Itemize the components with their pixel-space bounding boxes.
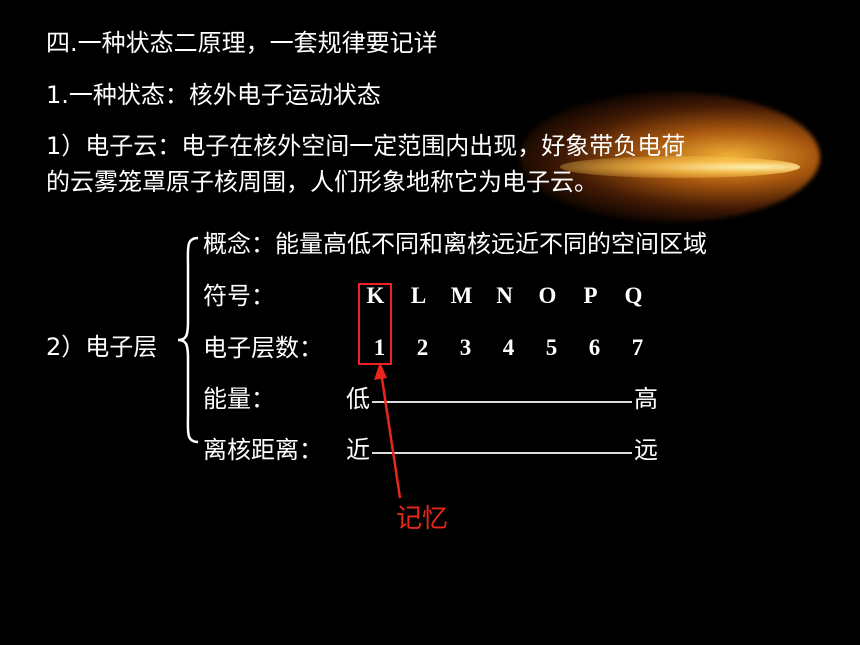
distance-near: 近 bbox=[346, 436, 370, 464]
energy-low: 低 bbox=[346, 385, 370, 413]
shell-symbol: M bbox=[450, 283, 473, 308]
layer-concept: 概念：能量高低不同和离核远近不同的空间区域 bbox=[203, 230, 707, 258]
shell-symbol: Q bbox=[624, 283, 643, 308]
shell-symbol: K bbox=[366, 283, 385, 308]
distance-label: 离核距离： bbox=[203, 436, 323, 464]
shell-symbol: O bbox=[538, 283, 557, 308]
light-streak-decoration bbox=[560, 156, 800, 178]
shell-number: 4 bbox=[502, 335, 515, 360]
energy-scale-line bbox=[372, 401, 632, 403]
electron-cloud-line-2: 的云雾笼罩原子核周围，人们形象地称它为电子云。 bbox=[46, 168, 598, 196]
k-shell-highlight-box bbox=[358, 283, 392, 365]
shell-symbols-row: K L M N O P Q bbox=[354, 283, 655, 309]
shell-symbol: L bbox=[410, 283, 427, 308]
curly-brace-icon bbox=[177, 236, 199, 444]
shell-number: 1 bbox=[373, 335, 386, 360]
section-electron-state: 1.一种状态：核外电子运动状态 bbox=[46, 81, 381, 109]
electron-cloud-line-1: 1）电子云：电子在核外空间一定范围内出现，好象带负电荷 bbox=[46, 132, 686, 160]
shell-number: 2 bbox=[416, 335, 429, 360]
shell-number: 5 bbox=[545, 335, 558, 360]
shell-symbol: N bbox=[496, 283, 513, 308]
shell-numbers-row: 1 2 3 4 5 6 7 bbox=[358, 335, 659, 361]
shell-number: 6 bbox=[588, 335, 601, 360]
shell-number: 3 bbox=[459, 335, 472, 360]
symbol-label: 符号： bbox=[203, 282, 275, 310]
distance-scale-line bbox=[372, 452, 632, 454]
distance-far: 远 bbox=[634, 436, 658, 464]
shell-number-label: 电子层数： bbox=[203, 334, 323, 362]
shell-number: 7 bbox=[631, 335, 644, 360]
energy-label: 能量： bbox=[203, 385, 275, 413]
red-arrow-icon bbox=[374, 362, 402, 499]
memo-annotation: 记忆 bbox=[396, 504, 449, 534]
energy-high: 高 bbox=[634, 385, 658, 413]
electron-layer-label: 2）电子层 bbox=[46, 333, 158, 361]
slide-heading: 四.一种状态二原理，一套规律要记详 bbox=[46, 29, 438, 57]
shell-symbol: P bbox=[583, 283, 598, 308]
